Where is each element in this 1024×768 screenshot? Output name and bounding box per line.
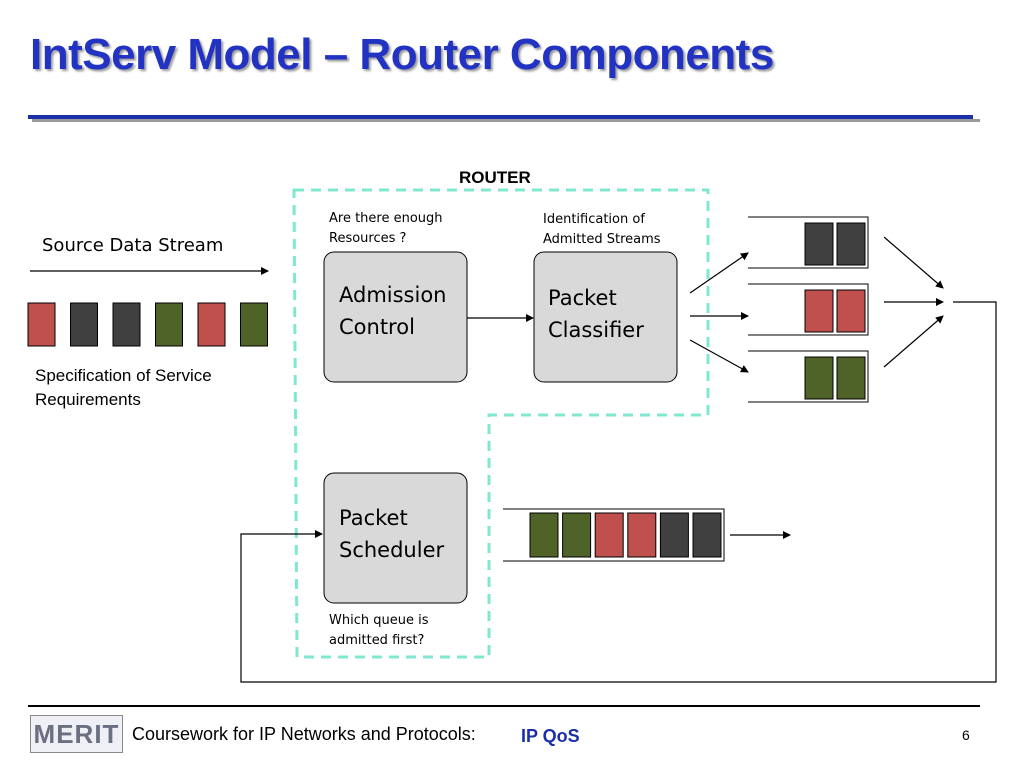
router-label: ROUTER [459, 168, 531, 187]
merit-logo-text: MERIT [33, 718, 120, 749]
queue-1 [748, 216, 869, 269]
packet-classifier-line1: Packet [548, 286, 617, 310]
source-packet-1 [27, 302, 56, 347]
output-packet-4 [627, 512, 657, 558]
output-packet-6 [692, 512, 722, 558]
queue-3-packet-2 [836, 356, 866, 400]
queue-1-packet-1 [804, 222, 834, 266]
scheduler-question-line2: admitted first? [329, 633, 425, 648]
title-rule [28, 115, 973, 119]
classifier-note-line1: Identification of [543, 212, 645, 227]
source-packet-5 [197, 302, 226, 347]
admission-control-box [323, 251, 468, 383]
admission-control-line1: Admission [339, 283, 447, 307]
queue-3-to-merge-arrow [883, 315, 944, 368]
queue-packet-group [804, 222, 866, 400]
source-packet-3 [112, 302, 141, 347]
source-packet-2 [70, 302, 98, 347]
classifier-to-queue-1-arrow [689, 252, 749, 294]
output-packet-3 [594, 512, 624, 558]
source-packet-group [27, 302, 268, 347]
footer-topic: IP QoS [521, 726, 580, 746]
scheduler-question: Which queue is admitted first? [329, 611, 428, 651]
router-boundary [292, 188, 710, 659]
queue-2-packet-2 [836, 289, 866, 333]
output-queue [503, 508, 725, 562]
admission-question-line2: Resources ? [329, 231, 407, 246]
source-packet-6 [240, 302, 268, 347]
packet-scheduler-line2: Scheduler [339, 538, 445, 562]
packet-scheduler-line1: Packet [339, 506, 408, 530]
admission-question-line1: Are there enough [329, 211, 443, 226]
queue-1-to-merge-arrow [883, 236, 944, 289]
footer-rule [28, 705, 980, 707]
packet-scheduler-box [323, 472, 468, 604]
queue-3 [748, 350, 869, 403]
scheduler-question-line1: Which queue is [329, 613, 429, 628]
service-spec-line2: Requirements [35, 390, 141, 409]
title-rule-shadow [32, 119, 980, 122]
queue-1-packet-2 [836, 222, 866, 266]
feedback-loop-line [240, 301, 997, 683]
classifier-to-queue-3-arrow [689, 339, 749, 373]
admission-control-label: Admission Control [339, 279, 447, 343]
packet-classifier-line2: Classifier [548, 318, 644, 342]
output-packet-2 [562, 512, 592, 558]
slide-title: IntServ Model – Router Components [30, 30, 774, 79]
source-packet-4 [155, 302, 183, 347]
queue-3-packet-1 [804, 356, 834, 400]
packet-scheduler-label: Packet Scheduler [339, 502, 444, 566]
packet-classifier-label: Packet Classifier [548, 282, 644, 346]
output-packet-5 [659, 512, 689, 558]
admission-question: Are there enough Resources ? [329, 209, 443, 249]
merit-logo: MERIT [30, 715, 123, 753]
source-stream-label: Source Data Stream [42, 235, 224, 256]
output-packet-1 [529, 512, 559, 558]
classifier-note-line2: Admitted Streams [543, 232, 661, 247]
classifier-note: Identification of Admitted Streams [543, 210, 661, 250]
service-spec-label: Specification of Service Requirements [35, 364, 212, 412]
packet-classifier-box [533, 251, 678, 383]
queue-2-packet-1 [804, 289, 834, 333]
service-spec-line1: Specification of Service [35, 366, 212, 385]
footer-course-text: Coursework for IP Networks and Protocols… [132, 724, 476, 744]
queue-2 [748, 283, 869, 336]
admission-control-line2: Control [339, 315, 415, 339]
output-packet-group [529, 512, 722, 558]
page-number: 6 [962, 727, 970, 743]
